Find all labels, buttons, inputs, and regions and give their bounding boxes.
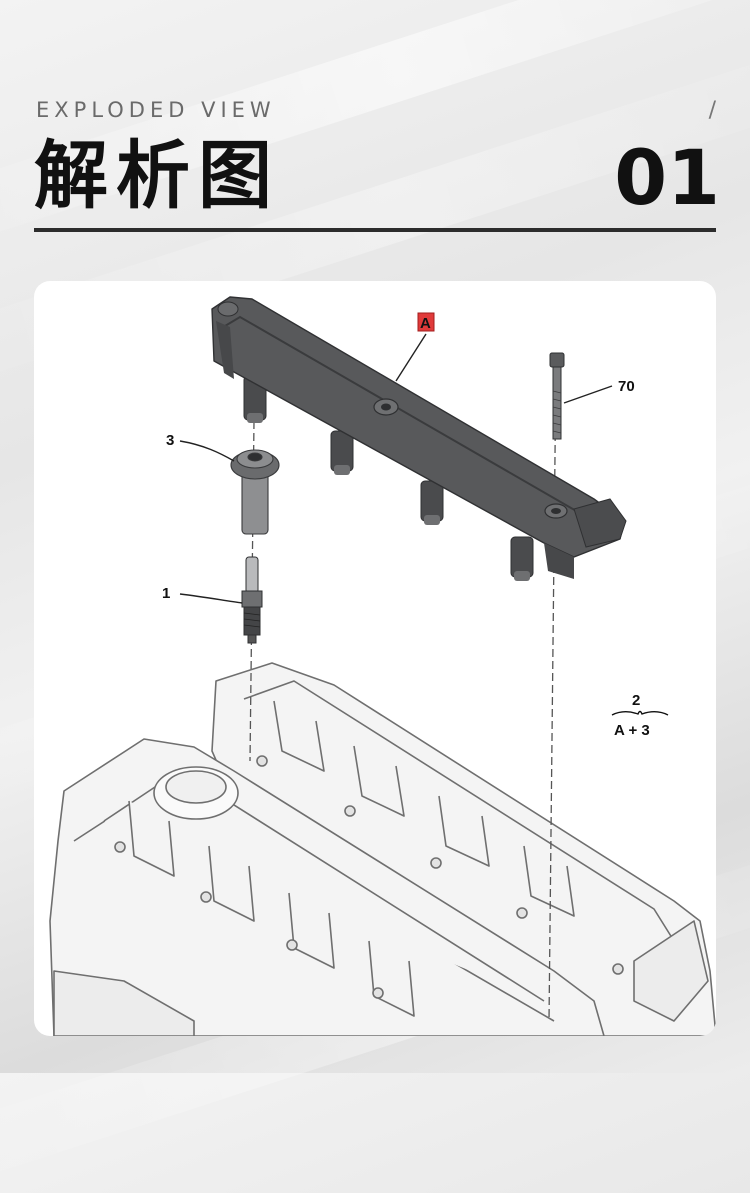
ignition-coil-rail bbox=[211, 296, 627, 581]
callout-a: A bbox=[420, 315, 431, 332]
header-divider bbox=[34, 228, 716, 232]
mounting-bolt bbox=[549, 352, 565, 440]
section-number: 01 bbox=[614, 133, 720, 222]
exploded-diagram: A 3 1 70 2 A + 3 bbox=[49, 296, 716, 1036]
diagram-panel: A 3 1 70 2 A + 3 bbox=[34, 281, 716, 1036]
coil-sleeve bbox=[230, 449, 280, 535]
brace-icon bbox=[611, 710, 669, 716]
header-slash: / bbox=[708, 98, 716, 123]
leader-lines bbox=[179, 333, 613, 604]
spark-plug bbox=[241, 556, 263, 644]
page-title: 解析图 bbox=[34, 133, 280, 219]
callout-3: 3 bbox=[166, 432, 174, 449]
callout-a-marker bbox=[417, 312, 435, 332]
callout-1: 1 bbox=[162, 585, 170, 602]
header-kicker: EXPLODED VIEW bbox=[36, 98, 276, 122]
engine-head bbox=[49, 662, 716, 1036]
callout-group-2: 2 bbox=[632, 692, 640, 709]
callout-group-a-3: A + 3 bbox=[614, 722, 650, 739]
callout-70: 70 bbox=[618, 378, 635, 395]
